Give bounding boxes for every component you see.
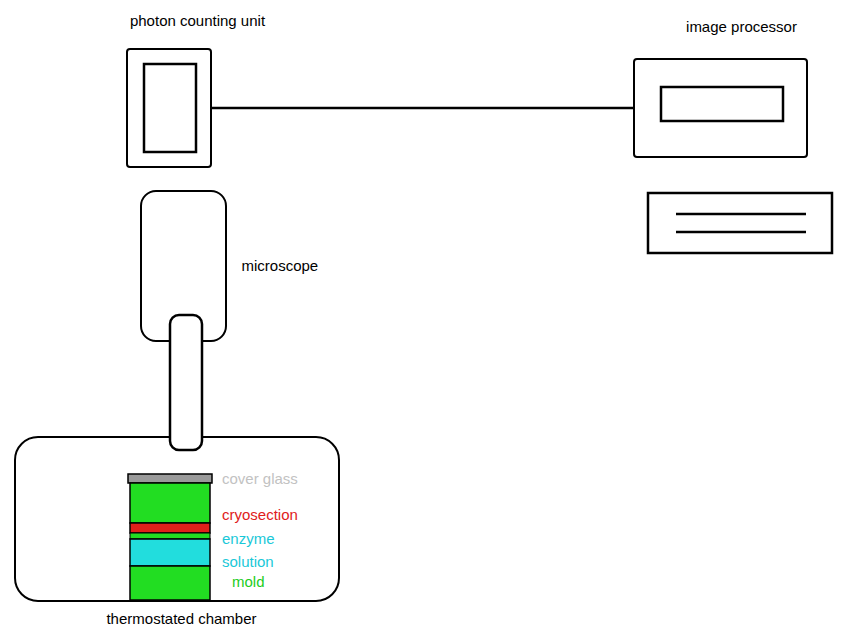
part-label: cover glass [222,470,298,488]
part-label: cryosection [222,506,298,524]
objective-lens [170,315,202,450]
unit-screen [144,64,196,152]
node-label: thermostated chamber [106,610,256,628]
keyboard-key-row [676,231,806,234]
monitor-screen [661,87,783,121]
keyboard-key-row [676,213,806,216]
part-label: solution [222,553,274,571]
enzyme-solution-layer [130,539,210,566]
microscope-body: microscope [140,190,227,342]
part-label: enzyme [222,530,275,548]
node-label: microscope [242,257,319,275]
mold-block [130,566,210,600]
image-processor-monitor: image processor [633,58,808,158]
part-label: mold [232,573,265,591]
mold-block [130,533,210,539]
mold-block [130,483,210,523]
node-label: photon counting unit [130,12,265,30]
connector-line [212,107,633,110]
photon-counting-unit: photon counting unit [126,48,212,168]
node-label: image processor [686,18,797,36]
cryosection-layer [130,523,210,533]
keyboard [648,193,832,253]
cover-glass-layer [128,474,212,483]
